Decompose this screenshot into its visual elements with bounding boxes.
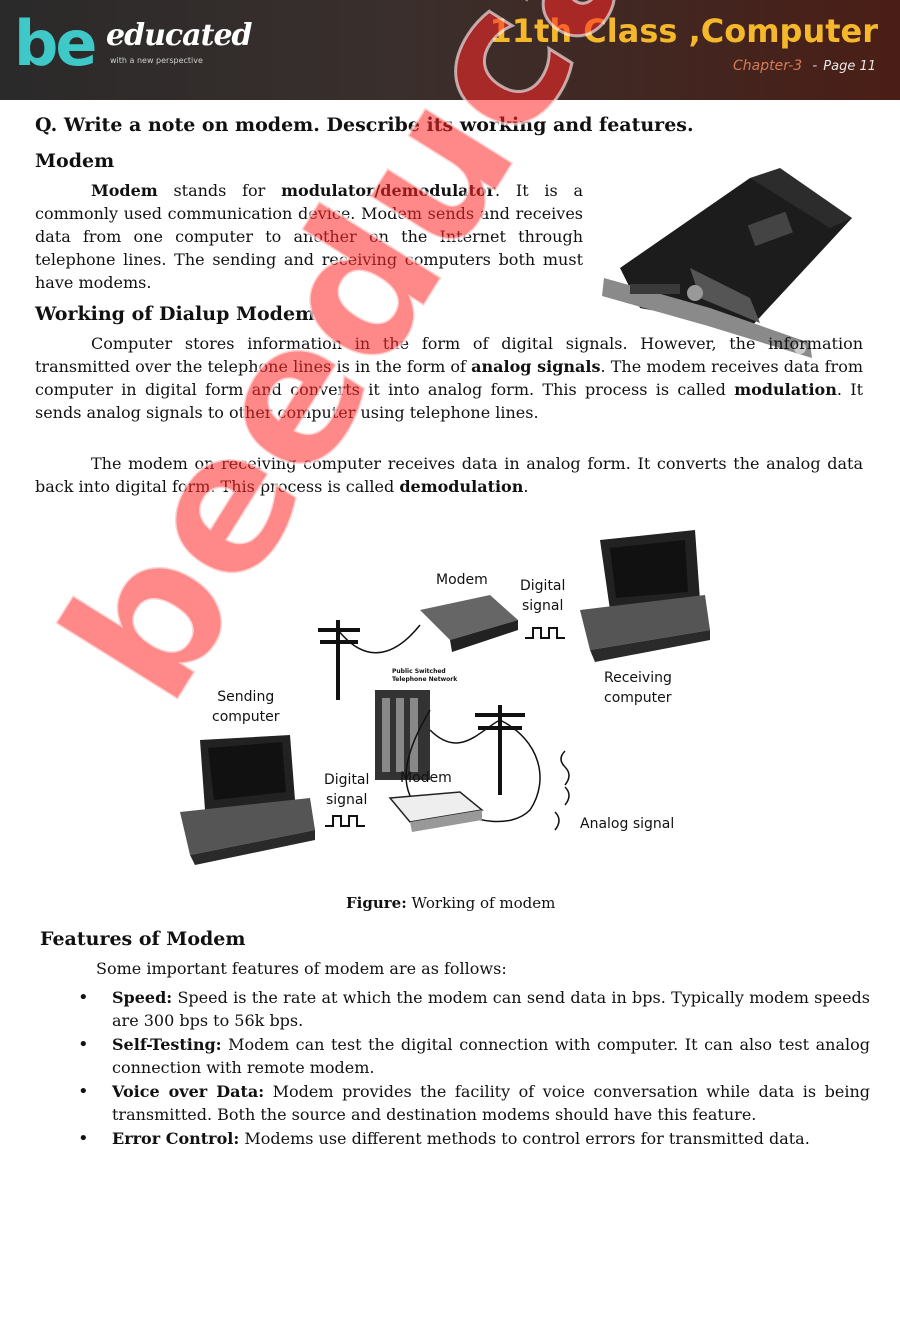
- top-modem-icon: [420, 595, 518, 652]
- feature-text: Modem can test the digital connection wi…: [112, 1035, 870, 1077]
- dialup-bold-demodulation: demodulation: [399, 477, 524, 496]
- feature-text: Modem provides the facility of voice con…: [112, 1082, 871, 1124]
- class-title: 11th Class ,Computer: [489, 12, 878, 50]
- label-modem-top: Modem: [436, 572, 488, 588]
- page-header: be educated with a new perspective 11th …: [0, 0, 900, 100]
- dialup-bold-modulation: modulation: [734, 380, 837, 399]
- dialup-text-d: . It sends analog signals to other compu…: [35, 380, 864, 422]
- modem-text-1: stands for: [157, 181, 282, 200]
- telephone-pole-left-icon: [318, 620, 360, 700]
- list-item: Error Control: Modems use different meth…: [78, 1127, 870, 1150]
- label-modem-bottom: Modem: [400, 770, 452, 786]
- dialup2-text-c: .: [523, 477, 529, 496]
- modem-expansion: modulator/demodulator: [281, 181, 496, 200]
- feature-text: Speed is the rate at which the modem can…: [112, 988, 870, 1030]
- list-item: Voice over Data: Modem provides the faci…: [78, 1080, 870, 1126]
- feature-title: Speed:: [112, 988, 173, 1007]
- list-item: Self-Testing: Modem can test the digital…: [78, 1033, 870, 1079]
- bottom-modem-icon: [388, 791, 484, 832]
- logo-educated-text: educated: [106, 18, 253, 53]
- dialup2-text-a: The modem on receiving computer receives…: [35, 454, 863, 496]
- feature-title: Error Control:: [112, 1129, 240, 1148]
- caption-text: Working of modem: [406, 894, 556, 912]
- dialup-paragraph-2: The modem on receiving computer receives…: [35, 452, 863, 498]
- modem-card-image: [602, 168, 852, 358]
- caption-bold: Figure:: [346, 894, 407, 912]
- feature-title: Self-Testing:: [112, 1035, 222, 1054]
- dialup-heading: Working of Dialup Modem: [35, 303, 316, 325]
- feature-text: Modems use different methods to control …: [239, 1129, 810, 1148]
- modem-term: Modem: [91, 181, 158, 200]
- label-analog-signal: Analog signal: [580, 816, 675, 832]
- features-heading: Features of Modem: [40, 928, 246, 950]
- features-intro: Some important features of modem are as …: [96, 959, 507, 978]
- dialup-text-c: . The modem receives data from computer …: [35, 357, 864, 399]
- page-number: Page 11: [823, 59, 876, 74]
- telephone-pole-right-icon: [475, 705, 525, 795]
- logo-tagline: with a new perspective: [110, 56, 203, 65]
- logo-be-text: be: [14, 7, 97, 80]
- modem-heading: Modem: [35, 150, 115, 172]
- modem-paragraph: Modem stands for modulator/demodulator. …: [35, 179, 583, 294]
- feature-title: Voice over Data:: [112, 1082, 265, 1101]
- question-heading: Q. Write a note on modem. Describe its w…: [35, 114, 694, 136]
- sending-computer-icon: [180, 735, 315, 865]
- list-item: Speed: Speed is the rate at which the mo…: [78, 986, 870, 1032]
- dialup-bold-analog: analog signals: [471, 357, 601, 376]
- modem-text-2: . It is a commonly used communication de…: [35, 181, 583, 292]
- chapter-page-info: Chapter-3-Page 11: [733, 58, 876, 74]
- figure-drawing: [180, 530, 710, 865]
- receiving-computer-icon: [580, 530, 710, 662]
- features-list: Speed: Speed is the rate at which the mo…: [78, 986, 870, 1151]
- telephone-network-icon: [375, 690, 430, 780]
- beeducated-logo[interactable]: be educated with a new perspective: [14, 7, 253, 92]
- figure-caption: Figure: Working of modem: [346, 894, 555, 912]
- separator: -: [812, 58, 818, 74]
- dialup-text-a: Computer stores information in the form …: [35, 334, 863, 376]
- dialup-paragraph-1: Computer stores information in the form …: [35, 332, 863, 424]
- chapter-label: Chapter-3: [733, 58, 803, 74]
